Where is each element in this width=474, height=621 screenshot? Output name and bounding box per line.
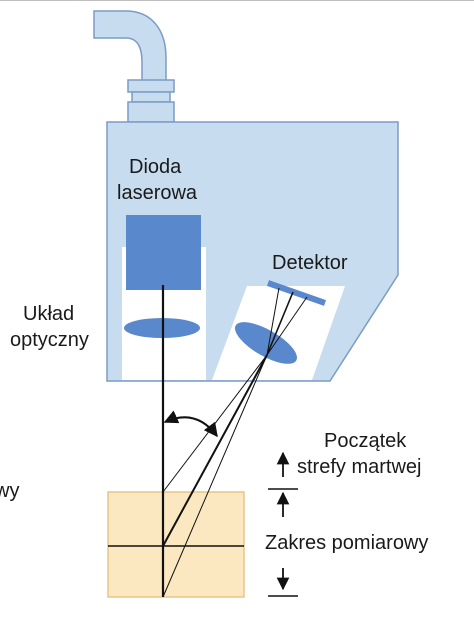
label-zakres-pomiarowy: Zakres pomiarowy [265,532,429,554]
connector-neck [131,91,171,103]
lens-ray-3 [266,296,308,356]
top-border-line [0,0,474,1]
label-cut-left: wy [0,480,20,502]
lens-ray-2 [266,291,294,356]
connector-ring-top [127,79,175,93]
label-strefy-martwej: strefy martwej [297,456,422,478]
label-dioda: Dioda [129,156,182,178]
detector-window [212,286,345,380]
laser-diode-block [126,215,201,290]
label-detektor: Detektor [272,252,348,274]
lens-ray-1 [266,287,280,356]
angle-arc-arrow [163,410,218,438]
reflected-ray-mid [162,354,268,547]
hose-tube [93,10,167,83]
label-optyczny: optyczny [10,329,89,351]
label-laserowa: laserowa [117,182,198,204]
detector-element [267,280,326,306]
reflected-ray-far [162,354,268,598]
label-uklad: Układ [23,303,75,325]
connector-ring-bottom [127,101,175,123]
detector-lens [235,322,297,364]
measurement-target [107,491,245,598]
label-poczatek: Początek [324,430,407,452]
